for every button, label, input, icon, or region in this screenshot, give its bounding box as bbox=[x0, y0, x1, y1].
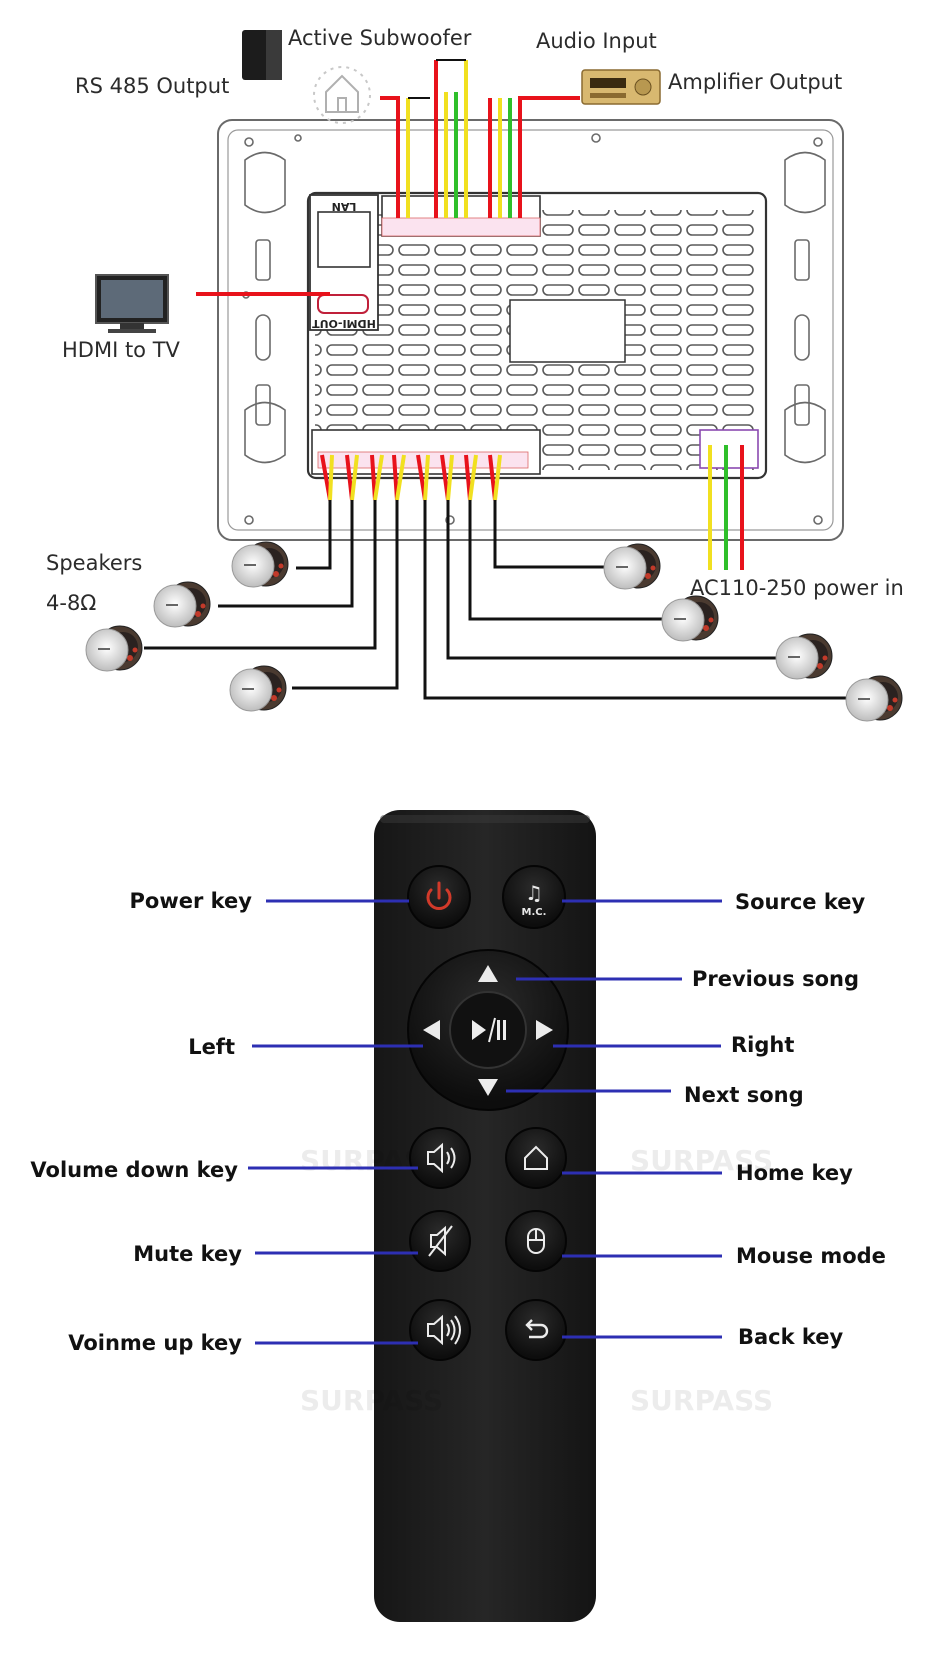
right-arrow-icon[interactable] bbox=[536, 1020, 553, 1040]
mouse-mode-button[interactable] bbox=[505, 1210, 567, 1272]
amplifier-icon bbox=[581, 69, 661, 105]
left-arrow-icon[interactable] bbox=[423, 1020, 440, 1040]
mute-icon bbox=[428, 1225, 453, 1257]
speaker-cables bbox=[144, 500, 858, 700]
label-next-song: Next song bbox=[684, 1083, 804, 1107]
label-left: Left bbox=[188, 1035, 235, 1059]
svg-text:SURPASS: SURPASS bbox=[630, 1384, 773, 1417]
back-arrow-icon bbox=[525, 1319, 549, 1339]
svg-text:SURPASS: SURPASS bbox=[300, 1384, 443, 1417]
source-button-text: M.C. bbox=[522, 907, 547, 918]
top-wires bbox=[380, 60, 580, 218]
volume-down-button[interactable] bbox=[409, 1127, 471, 1189]
speaker-volume-icon bbox=[427, 1142, 456, 1174]
speaker-icon bbox=[153, 581, 211, 628]
wiring-diagram: LAN HDMI-OUT bbox=[46, 26, 904, 722]
hdmi-port bbox=[317, 294, 369, 314]
label-previous-song: Previous song bbox=[692, 967, 859, 991]
label-power-key: Power key bbox=[130, 889, 253, 913]
power-wires bbox=[708, 445, 744, 570]
power-icon bbox=[426, 881, 452, 910]
back-button[interactable] bbox=[505, 1299, 567, 1361]
label-power-in: AC110-250 power in bbox=[690, 576, 904, 600]
label-hdmi-to-tv: HDMI to TV bbox=[62, 338, 181, 362]
speaker-icon bbox=[229, 665, 287, 712]
mouse-icon bbox=[527, 1228, 545, 1254]
remote-diagram: SURPASS SURPASS SURPASS SURPASS ♫ M.C. bbox=[30, 810, 886, 1622]
leader-lines bbox=[248, 899, 722, 1345]
label-active-subwoofer: Active Subwoofer bbox=[288, 26, 472, 50]
mounting-cutouts bbox=[242, 133, 826, 525]
subwoofer-icon bbox=[242, 30, 282, 80]
power-button[interactable] bbox=[407, 865, 471, 929]
lan-tag: LAN bbox=[332, 200, 357, 213]
label-home-key: Home key bbox=[736, 1161, 853, 1185]
hdmi-out-tag: HDMI-OUT bbox=[312, 317, 376, 330]
home-icon bbox=[524, 1145, 548, 1170]
label-source-key: Source key bbox=[735, 890, 866, 914]
speaker-icon bbox=[845, 675, 903, 722]
speaker-icon bbox=[231, 541, 289, 588]
center-label-plate bbox=[509, 299, 626, 363]
mute-button[interactable] bbox=[409, 1210, 471, 1272]
down-arrow-icon[interactable] bbox=[478, 1079, 498, 1096]
source-button[interactable]: ♫ M.C. bbox=[502, 865, 566, 929]
dpad bbox=[407, 949, 569, 1111]
music-note-icon: ♫ bbox=[525, 881, 543, 905]
label-right: Right bbox=[731, 1033, 794, 1057]
speaker-volume-icon bbox=[427, 1314, 461, 1346]
label-back-key: Back key bbox=[738, 1325, 844, 1349]
remote-body bbox=[374, 810, 596, 1622]
label-speakers-impedance: 4-8Ω bbox=[46, 591, 96, 615]
label-speakers: Speakers bbox=[46, 551, 142, 575]
label-volume-up-key: Voinme up key bbox=[68, 1331, 242, 1355]
volume-up-button[interactable] bbox=[409, 1299, 471, 1361]
speaker-wires bbox=[320, 454, 502, 501]
play-pause-button[interactable] bbox=[449, 991, 527, 1069]
speaker-icon bbox=[661, 595, 719, 642]
label-audio-input: Audio Input bbox=[536, 29, 657, 53]
speaker-icon bbox=[603, 543, 661, 590]
speaker-icon bbox=[85, 625, 143, 672]
label-mouse-mode: Mouse mode bbox=[736, 1244, 886, 1268]
watermark: SURPASS SURPASS SURPASS SURPASS bbox=[300, 1144, 773, 1417]
up-arrow-icon[interactable] bbox=[478, 965, 498, 982]
lan-port bbox=[317, 211, 371, 268]
play-pause-icon bbox=[472, 1017, 506, 1043]
rs485-controller-icon bbox=[313, 66, 371, 124]
label-mute-key: Mute key bbox=[133, 1242, 242, 1266]
speaker-icon bbox=[775, 633, 833, 680]
label-volume-down-key: Volume down key bbox=[30, 1158, 238, 1182]
label-amplifier-output: Amplifier Output bbox=[668, 70, 842, 94]
label-rs485-output: RS 485 Output bbox=[75, 74, 229, 98]
home-button[interactable] bbox=[505, 1127, 567, 1189]
tv-icon bbox=[95, 274, 169, 333]
